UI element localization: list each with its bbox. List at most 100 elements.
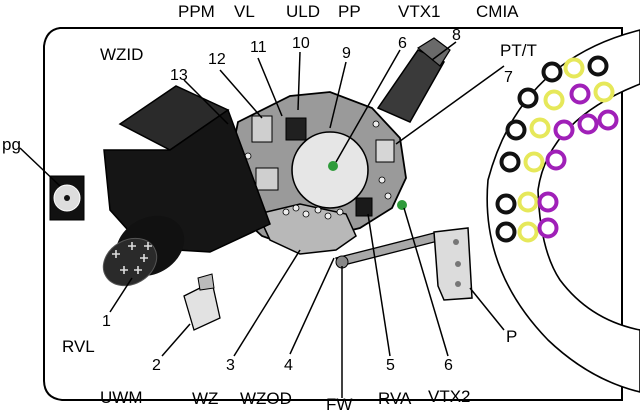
vortexer-2-dot [397,200,407,210]
plate-bolt [378,176,386,184]
pp-block [285,117,307,141]
number-7: 7 [504,69,513,86]
incubator-front [103,108,271,253]
label-wzod: WZOD [240,389,292,408]
plate-bolt [336,208,344,216]
carousel-well [499,151,521,173]
label-uld: ULD [286,2,320,21]
label-ptt: PT/T [500,41,537,60]
number-12: 12 [208,51,226,68]
number-13: 13 [170,67,188,84]
sample-carousel [486,29,640,393]
pg-hole [64,195,70,201]
leader-9 [329,61,347,129]
carousel-well [593,81,615,103]
arm-cover [376,49,446,123]
label-uwm: UWM [100,388,142,407]
carousel-well [541,61,563,83]
carousel-well [543,89,565,111]
number-3: 3 [226,357,235,374]
vial-mark [134,266,142,274]
number-9: 9 [342,45,351,62]
number-2: 2 [152,357,161,374]
pump-bolt-2 [455,261,461,267]
leader-6b [403,207,449,357]
carousel-well [537,191,559,213]
carousel-well [553,119,575,141]
number-5: 5 [386,357,395,374]
plate-bolt [282,208,290,216]
carousel-well [517,191,539,213]
carousel-well [545,149,567,171]
leader-pg [19,147,61,187]
label-wz: WZ [192,389,218,408]
number-10: 10 [292,35,310,52]
vial-marks [112,242,152,274]
label-vl: VL [234,2,255,21]
tip-block [375,139,395,163]
ppm-block [251,115,273,143]
number-6-bottom: 6 [444,357,453,374]
reagent-vial-holder [102,215,185,287]
label-p: P [506,327,517,346]
carousel-well [569,83,591,105]
plate-bolt [314,206,322,214]
vial-mark [112,250,120,258]
valve-block [355,197,373,217]
carousel-well [577,113,599,135]
vial-mark [120,266,128,274]
label-rvl: RVL [62,337,95,356]
leader-8 [431,41,457,61]
leader-4 [289,257,335,355]
pump-body [433,227,473,301]
label-wzid: WZID [100,45,143,64]
plate-bolt [292,204,300,212]
leader-lines [19,41,505,398]
leader-2 [161,323,191,357]
leader-3 [233,249,301,357]
number-1: 1 [102,313,111,330]
carousel-wells [495,55,619,243]
label-pg: pg [2,135,21,154]
pump-bolt-3 [455,281,461,287]
leader-13 [183,79,229,125]
leader-p [469,287,505,331]
label-vtx1: VTX1 [398,2,441,21]
label-pp: PP [338,2,361,21]
carousel-well [529,117,551,139]
label-vtx2: VTX2 [428,387,471,406]
carousel-well [537,217,559,239]
vortexer-1-dot [328,161,338,171]
vial-mark [140,254,148,262]
carousel-well [517,87,539,109]
leader-7 [395,65,505,145]
leader-11 [257,57,283,117]
leader-5 [367,213,391,357]
wash-block [255,167,279,191]
leader-6a [335,49,401,163]
carousel-well [587,55,609,77]
plate-bolt [372,120,380,128]
carousel-well [505,119,527,141]
incubator-block [103,85,271,253]
number-4: 4 [284,357,293,374]
carousel-well [523,151,545,173]
plate-bolt [384,192,392,200]
label-cmia: CMIA [476,2,519,21]
label-rva: RVA [378,389,412,408]
plate-bolt [324,212,332,220]
pump-bolt-1 [453,239,459,245]
carousel-well [517,221,539,243]
number-8: 8 [452,27,461,44]
label-ppm: PPM [178,2,215,21]
plate-bolts [244,120,392,220]
vial-mark [128,242,136,250]
label-fw: FW [326,395,352,413]
carousel-well [597,109,619,131]
numbers: 12 11 10 9 6 8 13 7 1 2 3 4 5 6 [102,27,513,374]
leader-1 [109,277,133,313]
uwm-cap [197,273,215,291]
number-6-top: 6 [398,35,407,52]
